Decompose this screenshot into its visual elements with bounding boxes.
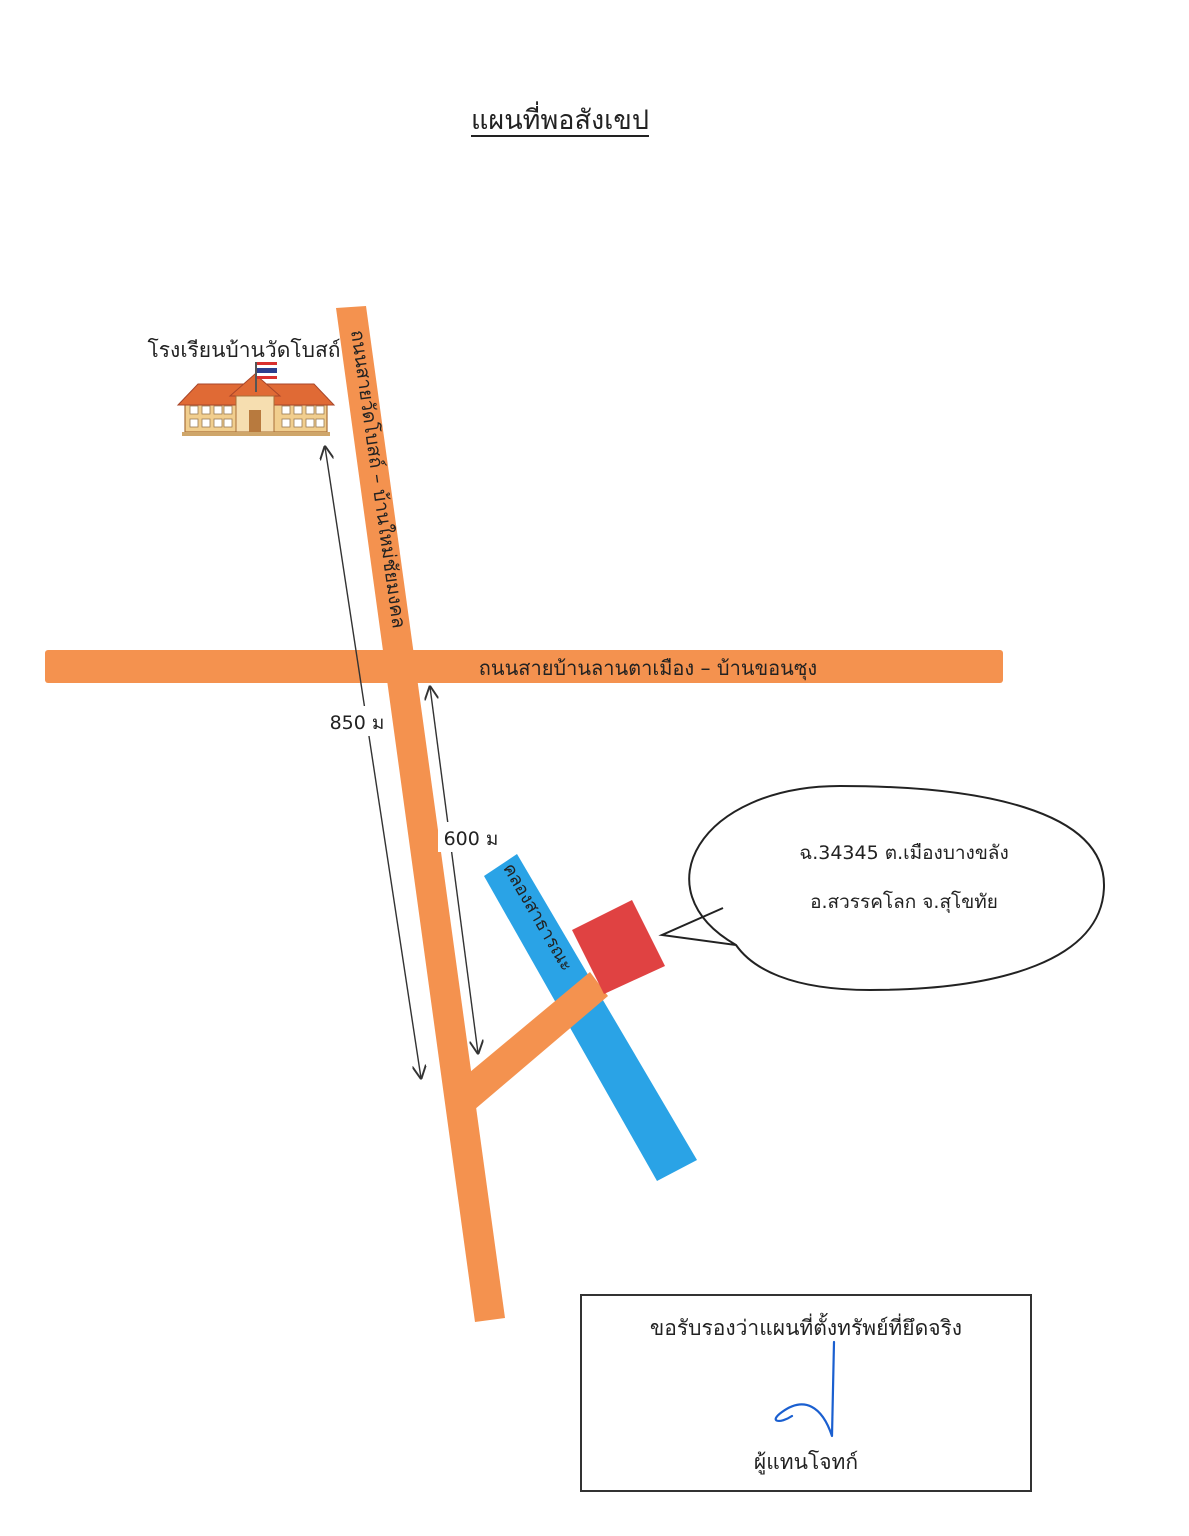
property-callout [658,784,1106,992]
distance-arrow-600 [430,687,478,1053]
certification-statement: ขอรับรองว่าแผนที่ตั้งทรัพย์ที่ยึดจริง [649,1316,963,1340]
horizontal-road-label: ถนนสายบ้านลานตาเมือง – บ้านขอนซุง [479,656,817,681]
school-label: โรงเรียนบ้านวัดโบสถ์ [148,338,341,362]
distance-label-600: 600 ม [444,828,499,850]
certification-box: ขอรับรองว่าแผนที่ตั้งทรัพย์ที่ยึดจริง ผู… [580,1294,1032,1492]
property-deed-line: ฉ.34345 ต.เมืองบางขลัง [799,842,1008,864]
vertical-road [336,306,505,1322]
canal [484,854,697,1181]
page-title: แผนที่พอสังเขป [471,105,649,136]
thai-flag-icon [255,362,277,392]
distance-arrow-850 [325,447,421,1078]
property-location-line: อ.สวรรคโลก จ.สุโขทัย [810,890,998,914]
signer-role: ผู้แทนโจทก์ [753,1450,859,1474]
signature [774,1340,836,1438]
horizontal-road [45,650,1003,683]
property-plot [572,900,665,994]
distance-label-850: 850 ม [330,712,385,734]
access-road [458,972,608,1110]
